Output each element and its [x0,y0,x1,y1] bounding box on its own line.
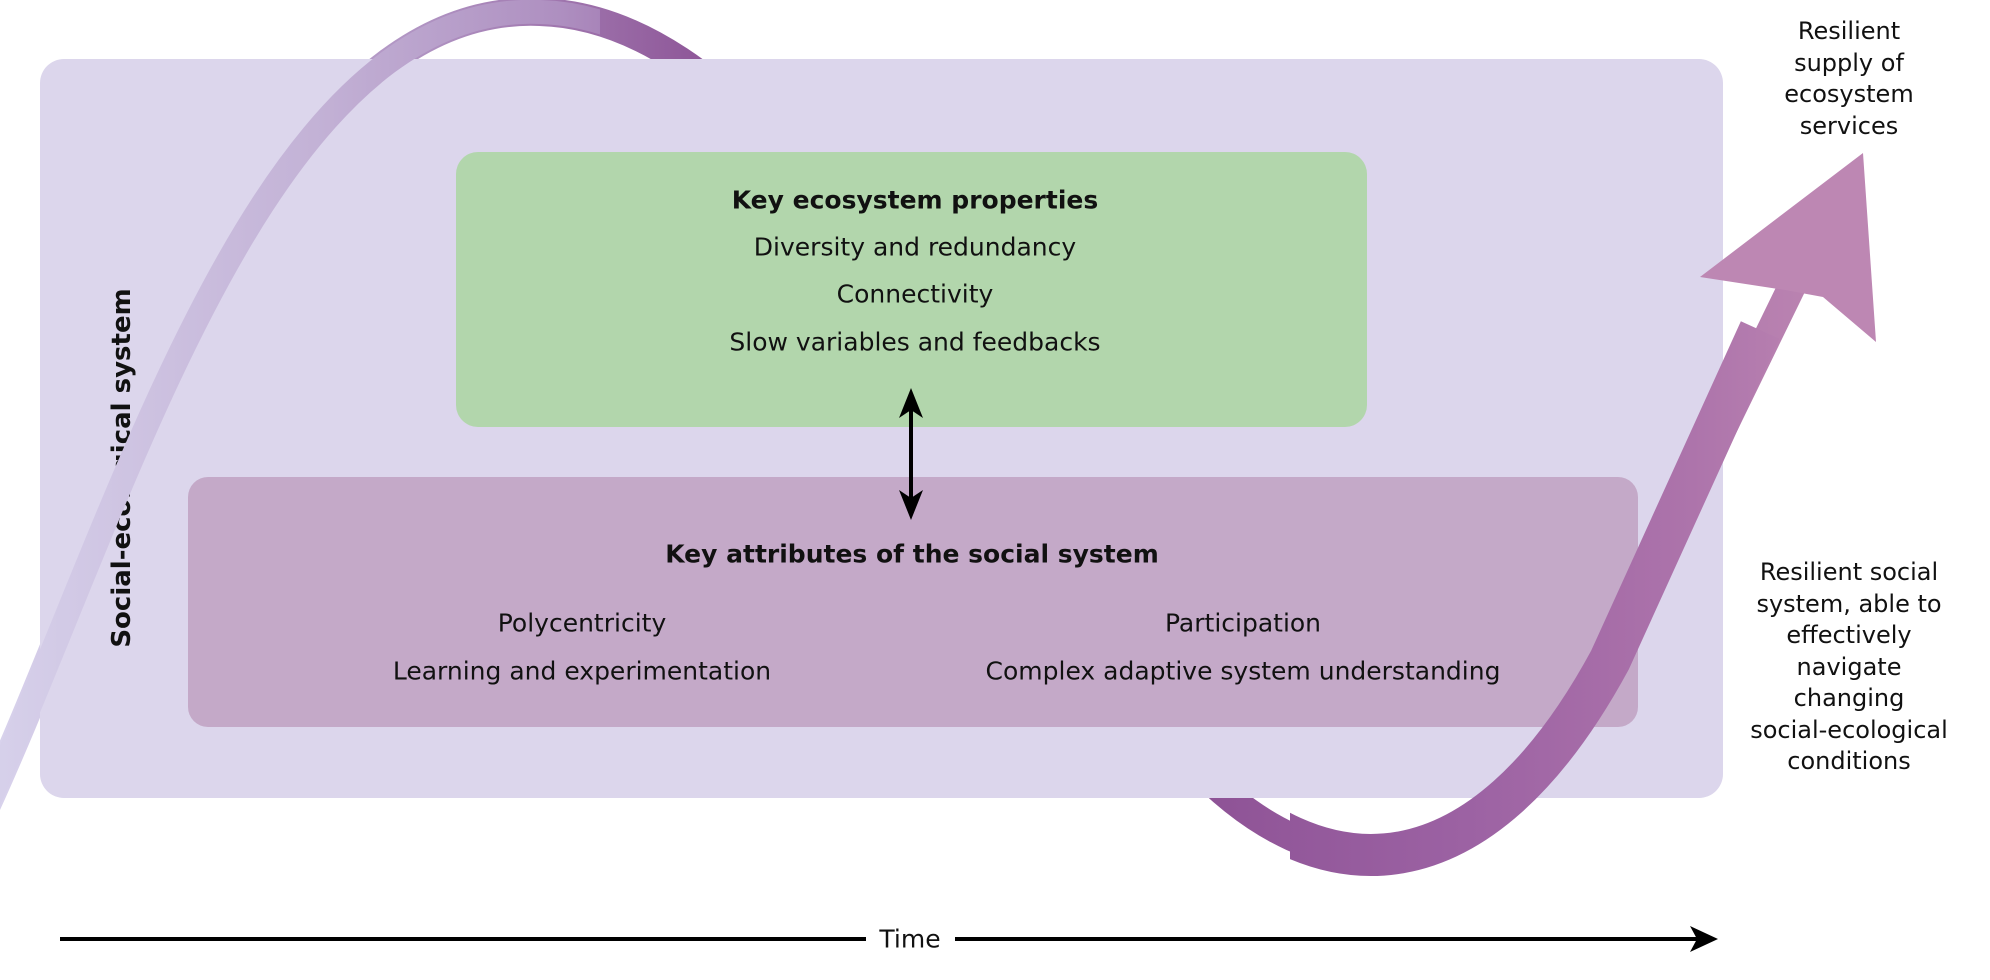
social-attribute-item: Participation [1164,608,1322,638]
social-attribute-item: Polycentricity [497,608,667,638]
resilience-trajectory-recovery [1290,321,1780,876]
outcome-line: Resilient social [1759,558,1939,586]
resilience-trajectory-rise [0,0,600,806]
outcome-social-system: Resilient social system, able to effecti… [1729,557,1969,778]
ecosystem-property-item: Slow variables and feedbacks [729,327,1101,357]
time-axis-label: Time [879,924,941,954]
social-attributes-title: Key attributes of the social system [665,539,1159,569]
link-arrow-down-icon [899,490,923,520]
outcome-line: social-ecological [1750,715,1948,744]
outcome-line: supply of [1794,48,1904,77]
outcome-line: system, able to [1756,589,1942,618]
social-attribute-item: Complex adaptive system understanding [985,656,1501,686]
outcome-line: conditions [1787,747,1911,775]
social-attributes-box [188,477,1638,727]
trajectory-arrowhead-icon [1700,153,1876,342]
time-axis-arrow-icon [1690,926,1718,952]
link-arrow-up-icon [899,388,923,418]
outcome-ecosystem-services: Resilient supply of ecosystem services [1729,16,1969,142]
outcome-line: effectively [1786,621,1912,649]
outcome-line: changing [1793,684,1905,712]
ecosystem-property-item: Connectivity [836,279,994,309]
social-attribute-item: Learning and experimentation [392,656,772,686]
outcome-line: navigate [1796,652,1902,681]
ecosystem-property-item: Diversity and redundancy [753,232,1077,262]
outcome-line: services [1799,111,1899,140]
ecosystem-properties-title: Key ecosystem properties [731,185,1099,215]
ecosystem-properties-box [456,152,1367,427]
outcome-line: ecosystem [1784,80,1914,108]
outcome-line: Resilient [1797,17,1901,45]
